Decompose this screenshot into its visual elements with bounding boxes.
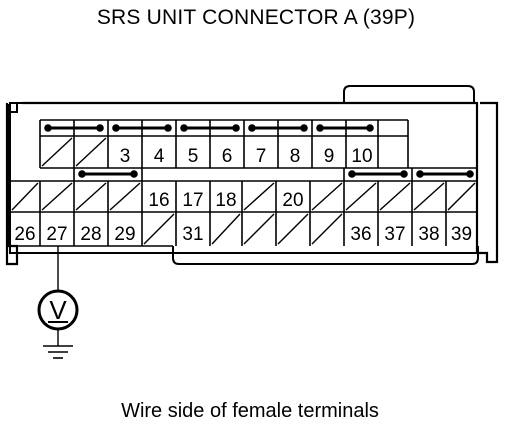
diagram-title: SRS UNIT CONNECTOR A (39P) xyxy=(96,6,416,29)
empty-cavity-slash xyxy=(345,182,377,211)
shorting-bar-end xyxy=(248,124,256,132)
shorting-bar-end xyxy=(164,124,172,132)
terminal-grid xyxy=(9,119,478,247)
empty-cavity-slash xyxy=(75,182,107,211)
terminal-number: 29 xyxy=(114,224,135,245)
terminal-number: 37 xyxy=(384,224,405,245)
empty-cavity-slash xyxy=(379,182,411,211)
terminal-number: 7 xyxy=(256,146,267,167)
terminal-number: 39 xyxy=(451,224,472,245)
empty-cavity-slash xyxy=(243,182,275,211)
shorting-bar-end xyxy=(180,124,188,132)
voltmeter-symbol: V xyxy=(49,295,67,325)
shorting-bar-end xyxy=(400,170,408,178)
terminal-number: 10 xyxy=(351,146,372,167)
terminal-number: 38 xyxy=(418,224,439,245)
shorting-bar-end xyxy=(348,170,356,178)
connector-frame xyxy=(9,102,478,254)
empty-cavity-slash xyxy=(41,137,73,167)
empty-cavity-slash xyxy=(75,137,107,167)
connector-lock-tab xyxy=(343,85,475,103)
terminal-number: 6 xyxy=(222,146,233,167)
empty-cavity-slash xyxy=(413,182,445,211)
empty-cavity-slash xyxy=(41,182,73,211)
terminal-number: 8 xyxy=(290,146,301,167)
empty-cavity-slash xyxy=(277,213,309,245)
shorting-bar-end xyxy=(112,124,120,132)
shorting-bar-end xyxy=(96,124,104,132)
terminal-number: 16 xyxy=(148,190,169,211)
terminal-number: 20 xyxy=(282,190,303,211)
diagram-caption: Wire side of female terminals xyxy=(121,400,379,422)
empty-cavity-slash xyxy=(447,182,476,211)
terminal-number: 17 xyxy=(182,190,203,211)
connector-left-notch xyxy=(6,103,18,113)
shorting-bar-end xyxy=(130,170,138,178)
terminal-number: 28 xyxy=(80,224,101,245)
empty-cavity-slash xyxy=(311,213,343,245)
terminal-numbers: 3 4 5 6 7 8 9 10 16 17 18 20 26 27 28 29 31 36 37 38 39 xyxy=(14,146,472,245)
terminal-number: 27 xyxy=(46,224,67,245)
shorting-bar-end xyxy=(300,124,308,132)
terminal-number: 9 xyxy=(324,146,335,167)
empty-cavity-slash xyxy=(11,182,39,211)
terminal-number: 4 xyxy=(154,146,165,167)
terminal-number: 36 xyxy=(350,224,371,245)
shorting-bar-end xyxy=(366,124,374,132)
shorting-bar-end xyxy=(232,124,240,132)
empty-cavity-slash xyxy=(109,182,141,211)
shorting-bar-end xyxy=(44,124,52,132)
shorting-bar-end xyxy=(416,170,424,178)
empty-cavity-slash xyxy=(143,213,175,245)
shorting-bar-end xyxy=(316,124,324,132)
shorting-bar-end xyxy=(78,170,86,178)
empty-cavity-slash xyxy=(311,182,343,211)
terminal-number: 18 xyxy=(215,190,236,211)
connector-lower-step xyxy=(172,246,479,265)
empty-cavity-slash xyxy=(211,213,241,245)
terminal-number: 26 xyxy=(14,224,35,245)
shorting-bar-end xyxy=(466,170,474,178)
empty-cavity-slash xyxy=(243,213,275,245)
terminal-number: 31 xyxy=(182,224,203,245)
terminal-number: 5 xyxy=(188,146,199,167)
ground-icon xyxy=(43,345,73,359)
terminal-number: 3 xyxy=(120,146,131,167)
